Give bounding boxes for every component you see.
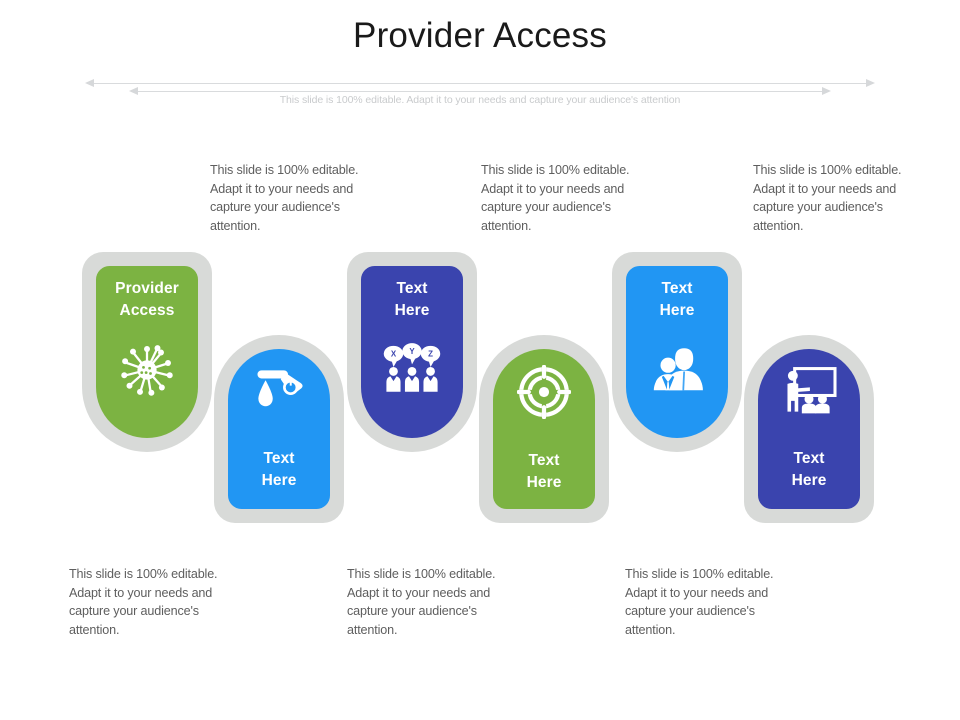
card-1-label-line1: Provider <box>115 280 179 297</box>
card-1[interactable]: Provider Access <box>82 252 212 452</box>
caption-top-1: This slide is 100% editable. Adapt it to… <box>210 163 359 233</box>
card-5-label-line2: Here <box>659 302 695 319</box>
card-6-content: Text Here <box>744 335 874 523</box>
card-3-content: Text Here X Y Z <box>347 252 477 452</box>
card-2-label-line2: Here <box>261 472 297 489</box>
caption-bottom-3: This slide is 100% editable. Adapt it to… <box>625 567 774 637</box>
caption-top-2: This slide is 100% editable. Adapt it to… <box>481 163 630 233</box>
caption-top-3: This slide is 100% editable. Adapt it to… <box>753 163 902 233</box>
card-4-label: Text Here <box>527 450 562 494</box>
inner-arrow-line <box>138 91 822 92</box>
svg-text:Y: Y <box>409 347 415 356</box>
card-5[interactable]: Text Here <box>612 252 742 452</box>
presentation-training-icon <box>780 365 838 422</box>
people-speech-bubbles-icon: X Y Z <box>382 342 442 397</box>
outer-arrow-right-head-icon <box>866 79 875 87</box>
card-6-fill <box>758 349 860 509</box>
card-6-label-line1: Text <box>793 450 825 467</box>
two-people-icon <box>648 342 706 397</box>
card-5-content: Text Here <box>612 252 742 452</box>
caption-bottom-1: This slide is 100% editable. Adapt it to… <box>69 567 218 637</box>
card-1-label: Provider Access <box>115 278 179 322</box>
caption-bottom-2: This slide is 100% editable. Adapt it to… <box>347 567 496 637</box>
card-4-label-line1: Text <box>528 452 560 469</box>
card-5-label-line1: Text <box>661 280 693 297</box>
card-6[interactable]: Text Here <box>744 335 874 523</box>
virus-molecule-icon <box>119 342 175 403</box>
inner-arrow-left-head-icon <box>129 87 138 95</box>
card-6-label-line2: Here <box>791 472 827 489</box>
faucet-drip-icon <box>250 365 308 422</box>
card-1-content: Provider Access <box>82 252 212 452</box>
card-5-label: Text Here <box>660 278 695 322</box>
card-3-label-line2: Here <box>394 302 430 319</box>
card-6-label: Text Here <box>792 448 827 492</box>
slide-subtitle: This slide is 100% editable. Adapt it to… <box>279 94 681 106</box>
card-4-label-line2: Here <box>526 474 562 491</box>
target-crosshair-icon <box>516 364 572 424</box>
card-2-label-line1: Text <box>263 450 295 467</box>
card-4[interactable]: Text Here <box>479 335 609 523</box>
card-1-label-line2: Access <box>119 302 175 319</box>
page-title: Provider Access <box>353 16 607 55</box>
card-2-content: Text Here <box>214 335 344 523</box>
arrow-band <box>0 70 960 118</box>
card-3[interactable]: Text Here X Y Z <box>347 252 477 452</box>
card-2-label: Text Here <box>262 448 297 492</box>
card-3-label: Text Here <box>395 278 430 322</box>
card-3-label-line1: Text <box>396 280 428 297</box>
inner-arrow-right-head-icon <box>822 87 831 95</box>
outer-arrow-left-head-icon <box>85 79 94 87</box>
svg-text:Z: Z <box>428 349 433 358</box>
outer-arrow-line <box>94 83 866 84</box>
svg-text:X: X <box>391 349 397 358</box>
card-2[interactable]: Text Here <box>214 335 344 523</box>
card-4-content: Text Here <box>479 335 609 523</box>
